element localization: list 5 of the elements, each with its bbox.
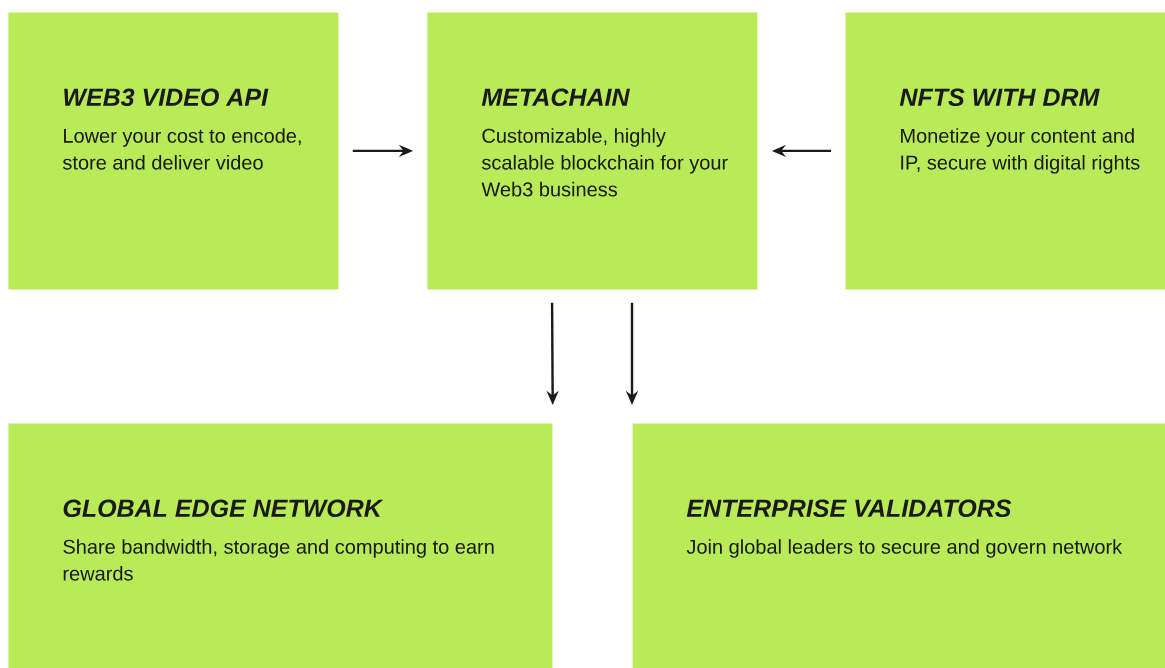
feature-box: ENTERPRISE VALIDATORS Join global leaders to secure and govern network (632, 423, 1165, 668)
feature-box: WEB3 VIDEO API Lower your cost to encode, store and deliver video (8, 12, 339, 290)
feature-box: METACHAIN Customizable, highly scalable blockchain for your Web3 business (427, 12, 758, 290)
feature-box: GLOBAL EDGE NETWORK Share bandwidth, storage and computing to earn rewards (8, 423, 553, 668)
feature-box: NFTS WITH DRM Monetize your content and IP, secure with digital rights (845, 12, 1165, 290)
